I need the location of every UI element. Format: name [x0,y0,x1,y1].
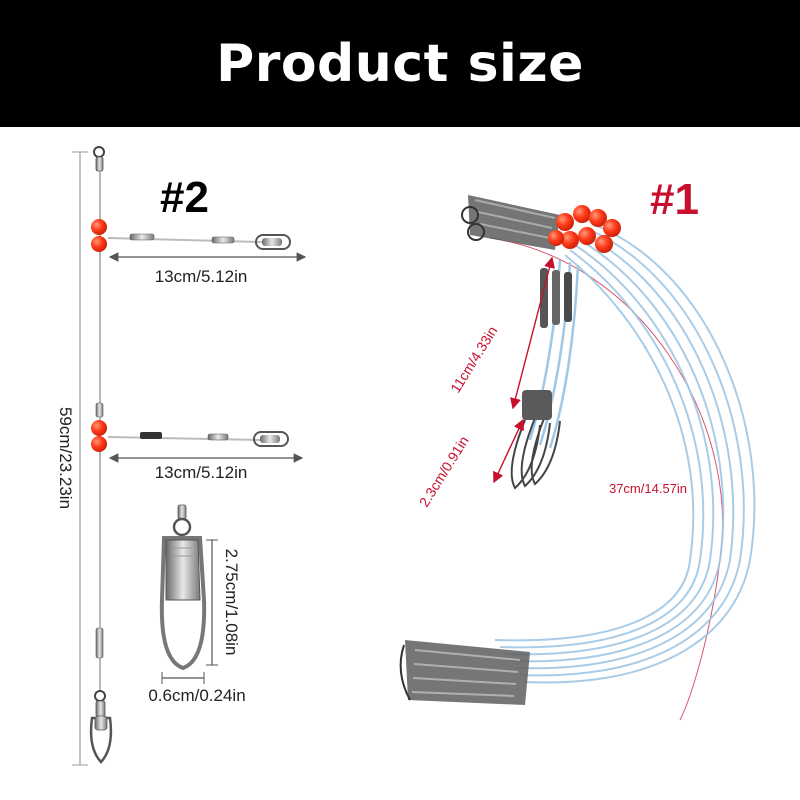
snap-length-dimension-line-1 [493,418,524,484]
snap-length-dimension-line [206,539,218,666]
upper-branch-length-label: 13cm/5.12in [155,267,248,286]
lower-branch-line [107,431,289,447]
upper-branch-line [107,233,291,250]
total-length-label: 59cm/23.23in [56,407,75,509]
bead-cluster-icon [548,205,621,253]
bottom-snap-cluster-icon [399,640,530,705]
crimp-stack-icon [540,268,572,328]
top-swivel-cluster-icon [461,195,560,250]
snap-detail-icon [159,504,207,671]
leader-length-label: 37cm/14.57in [609,481,687,496]
snap-width-label: 0.6cm/0.24in [148,686,245,705]
top-swivel-icon [93,146,105,172]
upper-beads-icon [91,219,107,252]
lower-branch-length-label: 13cm/5.12in [155,463,248,482]
snap-length-label: 2.75cm/1.08in [222,549,241,656]
snap-width-dimension-line [161,672,205,684]
header-bar: Product size [0,0,800,127]
snap-length-label-1: 2.3cm/0.91in [416,433,472,509]
rig-1-tag: #1 [650,175,699,224]
rig-1-group: #1 11cm/4.33in 2.3cm/0.91in 37cm/14.57in [399,175,756,721]
upper-snap-icon [255,234,291,250]
rig-2-tag: #2 [160,173,209,222]
lower-beads-icon [91,420,107,452]
sleeve-length-label: 11cm/4.33in [447,323,500,395]
lower-snap-icon [253,431,289,447]
page-title: Product size [216,33,584,94]
sleeve-length-dimension-line [510,256,555,410]
bottom-snap-icon [89,690,113,764]
wire-bundle-icon [494,224,756,684]
rig-2-group: #2 59cm/23.23in 13cm/5.12in 13cm/5.12in … [56,146,307,766]
